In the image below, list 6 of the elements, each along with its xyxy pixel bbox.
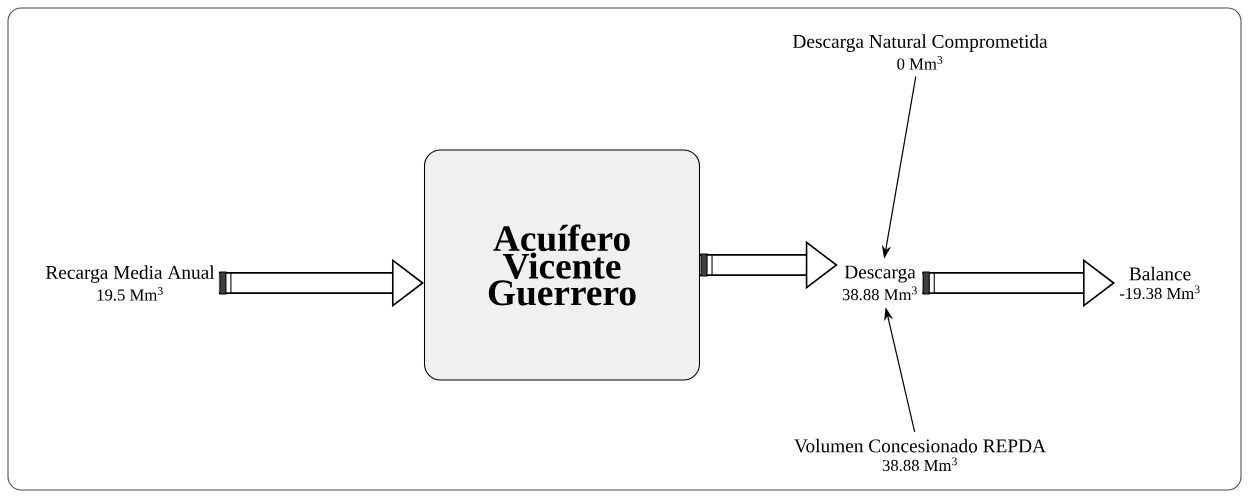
aquifer-box: Acuífero Vicente Guerrero <box>423 149 701 381</box>
flow-label: Volumen Concesionado REPDA 38.88 Mm$^{3}$ <box>794 438 1046 472</box>
flow-label: Descarga Natural Comprometida 0 Mm$^{3}$ <box>793 34 1048 70</box>
flow-label: Recarga Media Anual 19.5 Mm$^{3}$ <box>45 265 215 301</box>
flow-label: Descarga 38.88 Mm$^{3}$ <box>842 265 917 301</box>
flow-label: Balance -19.38 Mm$^{3}$ <box>1119 266 1200 300</box>
